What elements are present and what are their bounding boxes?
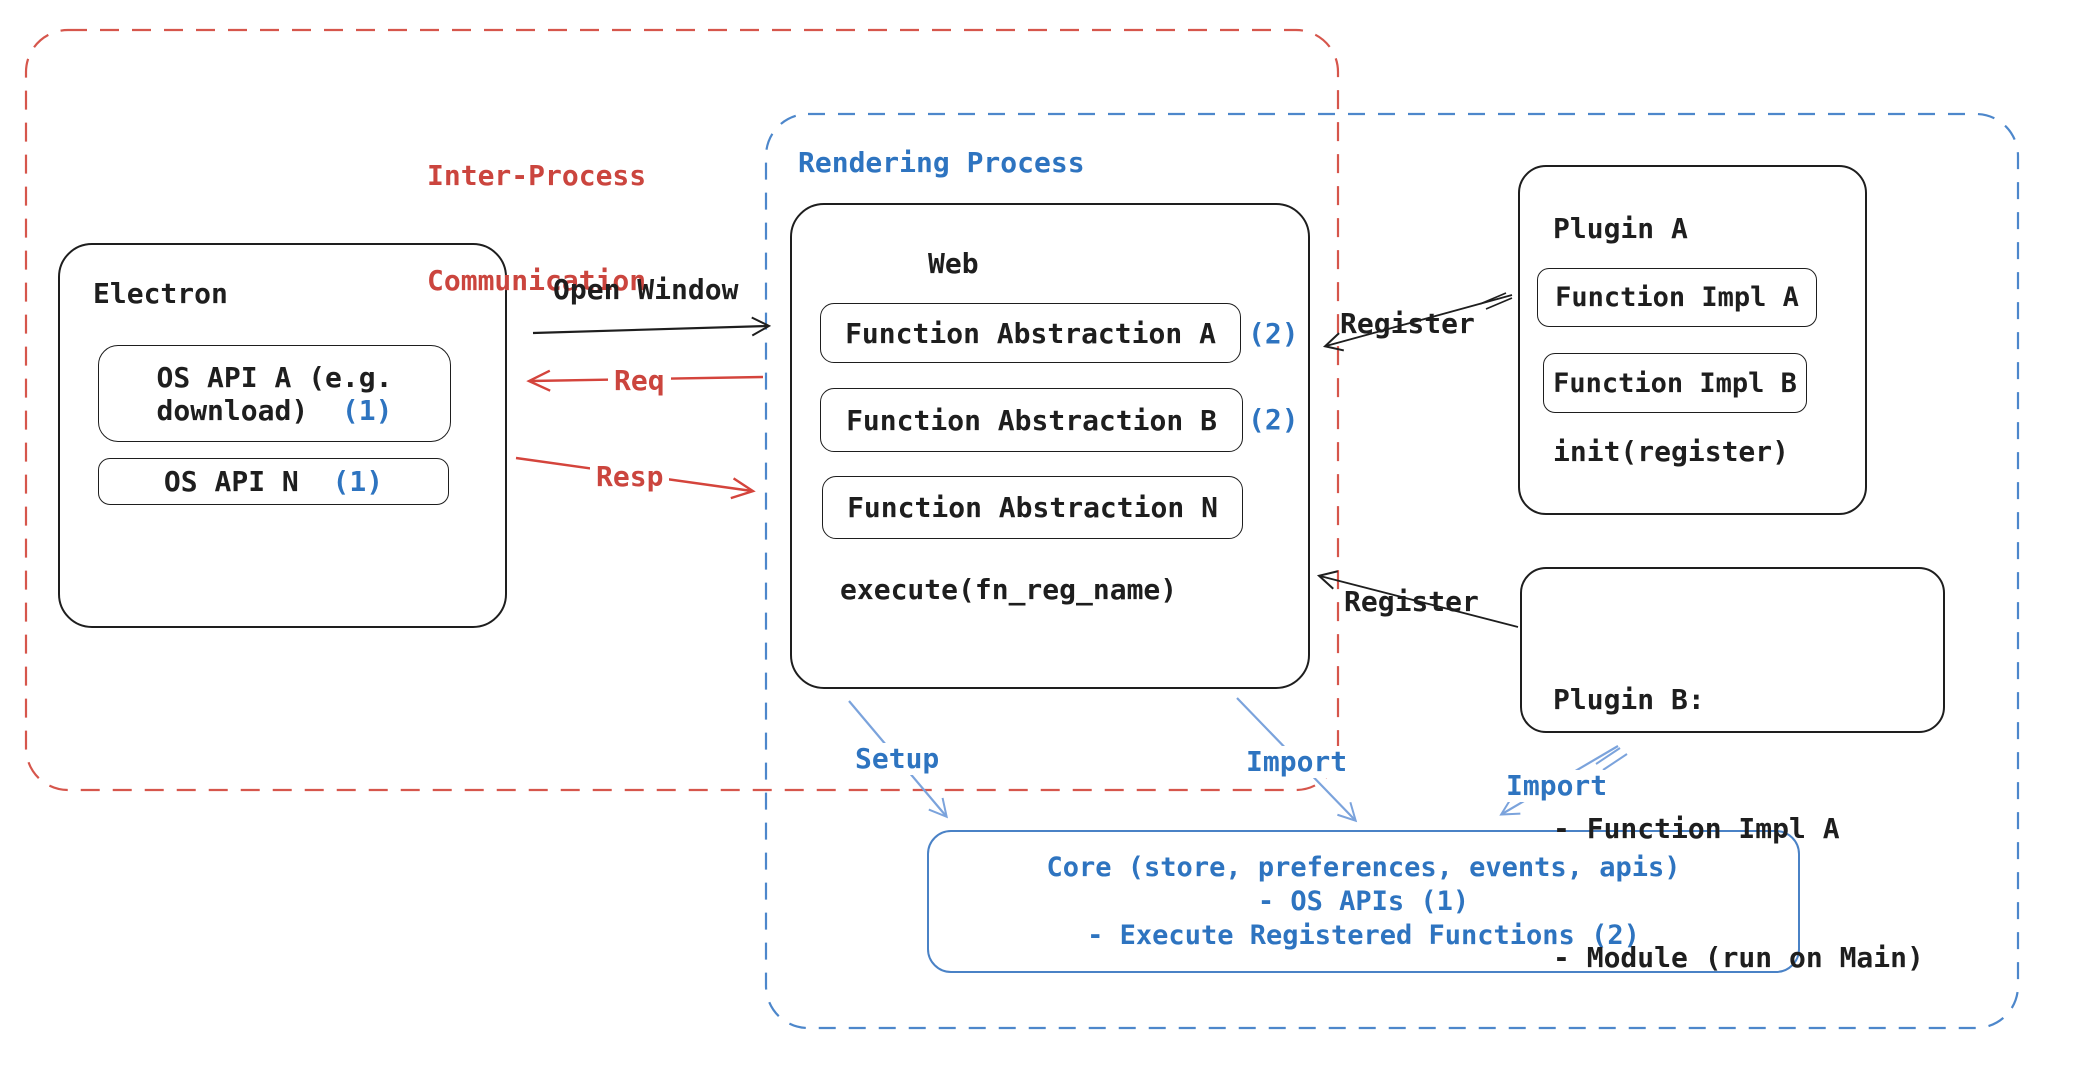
- os-api-a-line1: OS API A (e.g.: [156, 360, 393, 394]
- ipc-title-line2: Communication: [427, 264, 647, 297]
- plugin-b-text: Plugin B: - Function Impl A - Module (ru…: [1553, 592, 1924, 1065]
- ipc-region-title: Inter-Process Communication: [427, 88, 646, 368]
- os-api-n-label: OS API N: [163, 465, 299, 498]
- open-window-label: Open Window: [553, 273, 739, 306]
- os-api-a-line2-text: download): [156, 393, 309, 427]
- resp-label: Resp: [590, 460, 670, 494]
- electron-box: [58, 243, 507, 628]
- execute-label: execute(fn_reg_name): [840, 573, 1178, 606]
- web-box: [790, 203, 1310, 689]
- plugin-a-title: Plugin A: [1553, 212, 1688, 245]
- open-window-arrow: [532, 316, 772, 337]
- rendering-region-title: Rendering Process: [798, 146, 1085, 179]
- os-api-n-badge: (1): [332, 465, 384, 498]
- os-api-a-box: OS API A (e.g. download) (1): [98, 345, 451, 442]
- os-api-a-badge: (1): [341, 393, 393, 427]
- plugin-b-item2: - Module (run on Main): [1553, 941, 1924, 974]
- plugin-b-box: [1520, 567, 1945, 733]
- import-mid-label: Import: [1240, 745, 1354, 779]
- core-box: Core (store, preferences, events, apis) …: [927, 830, 1800, 973]
- plugin-a-box: [1518, 165, 1867, 515]
- core-line3: - Execute Registered Functions (2): [1087, 919, 1640, 951]
- register-bottom-arrow: [1316, 570, 1519, 628]
- register-top-tick: [1479, 292, 1513, 310]
- core-line1: Core (store, preferences, events, apis): [1046, 851, 1681, 883]
- fn-abstraction-b-box: Function Abstraction B: [820, 388, 1243, 452]
- fn-impl-a-box: Function Impl A: [1537, 268, 1817, 327]
- rendering-dashed-box: [764, 112, 2020, 1030]
- electron-title: Electron: [93, 277, 228, 310]
- ipc-title-line1: Inter-Process: [427, 159, 647, 192]
- fn-impl-b-box: Function Impl B: [1543, 353, 1807, 413]
- core-line2: - OS APIs (1): [1257, 885, 1470, 917]
- setup-label: Setup: [849, 742, 946, 776]
- os-api-n-box: OS API N (1): [98, 458, 449, 505]
- fn-abstraction-b-badge: (2): [1248, 403, 1299, 436]
- plugin-b-item1: - Function Impl A: [1553, 812, 1840, 845]
- register-bottom-label: Register: [1344, 585, 1479, 618]
- fn-abstraction-a-box: Function Abstraction A: [820, 303, 1241, 363]
- os-api-a-line2: download) (1): [156, 394, 392, 427]
- ipc-dashed-box: [24, 28, 1340, 792]
- plugin-b-title: Plugin B:: [1553, 683, 1705, 716]
- req-label: Req: [608, 364, 671, 398]
- web-title: Web: [928, 247, 979, 280]
- import-right-label: Import: [1500, 769, 1614, 803]
- fn-abstraction-a-badge: (2): [1248, 317, 1299, 350]
- fn-abstraction-n-box: Function Abstraction N: [822, 476, 1243, 539]
- register-top-label: Register: [1340, 307, 1475, 340]
- import-right-tick: [1595, 747, 1628, 771]
- init-register-label: init(register): [1553, 435, 1790, 468]
